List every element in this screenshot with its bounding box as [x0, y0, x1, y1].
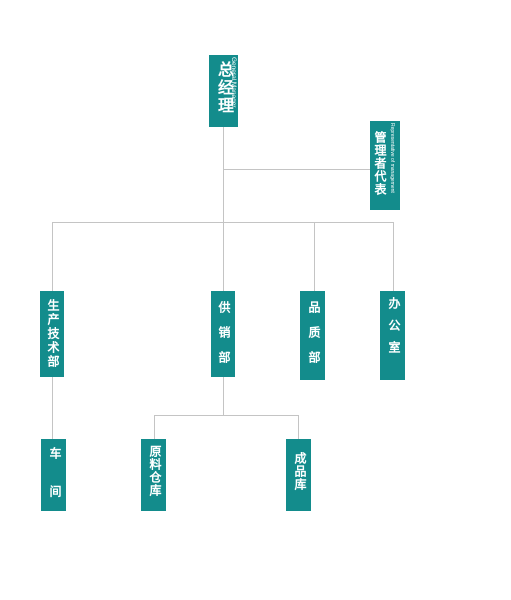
management-rep-en-label: Representative of management	[389, 123, 395, 193]
unit-workshop-node: 车间	[41, 439, 66, 511]
general-manager-en-label: General Manager	[230, 57, 237, 108]
connector-rep-branch	[223, 169, 370, 170]
connector-prod-drop	[52, 222, 53, 291]
connector-qa-drop	[314, 222, 315, 291]
connector-finished-drop	[298, 415, 299, 439]
management-rep-label: 管理者代表	[373, 131, 387, 196]
unit-raw-warehouse-node: 原料仓库	[141, 439, 166, 511]
connector-department-bus	[52, 222, 393, 223]
general-manager-label: 总经理	[215, 61, 234, 115]
department-quality-node: 品质部	[300, 291, 325, 380]
connector-prod-to-workshop	[52, 377, 53, 439]
connector-gm-trunk	[223, 127, 224, 291]
connector-warehouse-bus	[154, 415, 299, 416]
department-production-node: 生产技术部	[40, 291, 64, 377]
department-supply-node: 供销部	[211, 291, 235, 377]
unit-finished-warehouse-label: 成品库	[293, 452, 307, 491]
connector-supply-down	[223, 377, 224, 415]
unit-raw-warehouse-label: 原料仓库	[148, 445, 162, 497]
department-office-label: 办公室	[387, 297, 401, 363]
department-office-node: 办公室	[380, 291, 405, 380]
department-quality-label: 品质部	[307, 301, 321, 376]
unit-workshop-label: 车间	[48, 447, 62, 511]
management-rep-node: 管理者代表 Representative of management	[370, 121, 400, 210]
general-manager-node: 总经理 General Manager	[209, 55, 238, 127]
unit-finished-warehouse-node: 成品库	[286, 439, 311, 511]
connector-office-drop	[393, 222, 394, 291]
department-production-label: 生产技术部	[46, 299, 60, 369]
department-supply-label: 供销部	[217, 301, 231, 376]
connector-raw-drop	[154, 415, 155, 439]
